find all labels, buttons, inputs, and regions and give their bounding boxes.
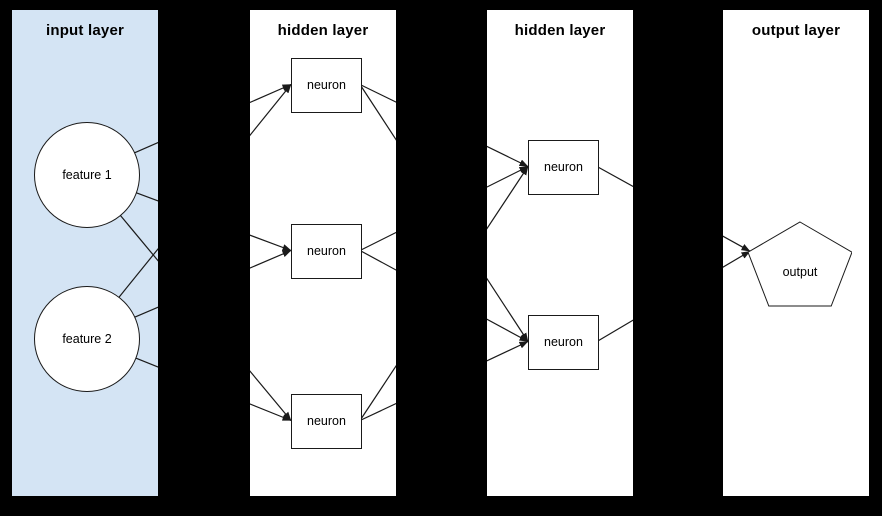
node-label: neuron xyxy=(544,160,583,175)
gutter-mask-right xyxy=(869,0,882,516)
gutter-mask-2 xyxy=(396,0,487,516)
panel-title-input-layer: input layer xyxy=(45,22,125,39)
panel-hidden-layer-2[interactable] xyxy=(487,10,633,496)
gutter-mask-top xyxy=(0,0,882,10)
gutter-mask-left xyxy=(0,0,12,516)
node-neuron[interactable]: neuron xyxy=(291,58,362,113)
node-output-pentagon[interactable]: output xyxy=(747,221,853,307)
node-label: feature 2 xyxy=(62,331,112,346)
node-label: neuron xyxy=(307,78,346,93)
node-label: neuron xyxy=(544,335,583,350)
panel-title-hidden-layer-1: hidden layer xyxy=(277,22,369,39)
gutter-mask-3 xyxy=(633,0,723,516)
panel-input-layer[interactable] xyxy=(12,10,158,496)
node-label: feature 1 xyxy=(62,167,112,182)
node-neuron[interactable]: neuron xyxy=(528,140,599,195)
gutter-mask-1 xyxy=(158,0,250,516)
node-neuron[interactable]: neuron xyxy=(291,224,362,279)
node-neuron[interactable]: neuron xyxy=(291,394,362,449)
node-feature-1[interactable]: feature 1 xyxy=(34,122,140,228)
node-feature-2[interactable]: feature 2 xyxy=(34,286,140,392)
panel-title-hidden-layer-2: hidden layer xyxy=(514,22,606,39)
node-label: output xyxy=(782,265,818,279)
node-label: neuron xyxy=(307,244,346,259)
gutter-mask-bottom xyxy=(0,496,882,516)
node-neuron[interactable]: neuron xyxy=(528,315,599,370)
panel-title-output-layer: output layer xyxy=(751,22,841,39)
pentagon-shape xyxy=(747,221,853,307)
node-label: neuron xyxy=(307,414,346,429)
